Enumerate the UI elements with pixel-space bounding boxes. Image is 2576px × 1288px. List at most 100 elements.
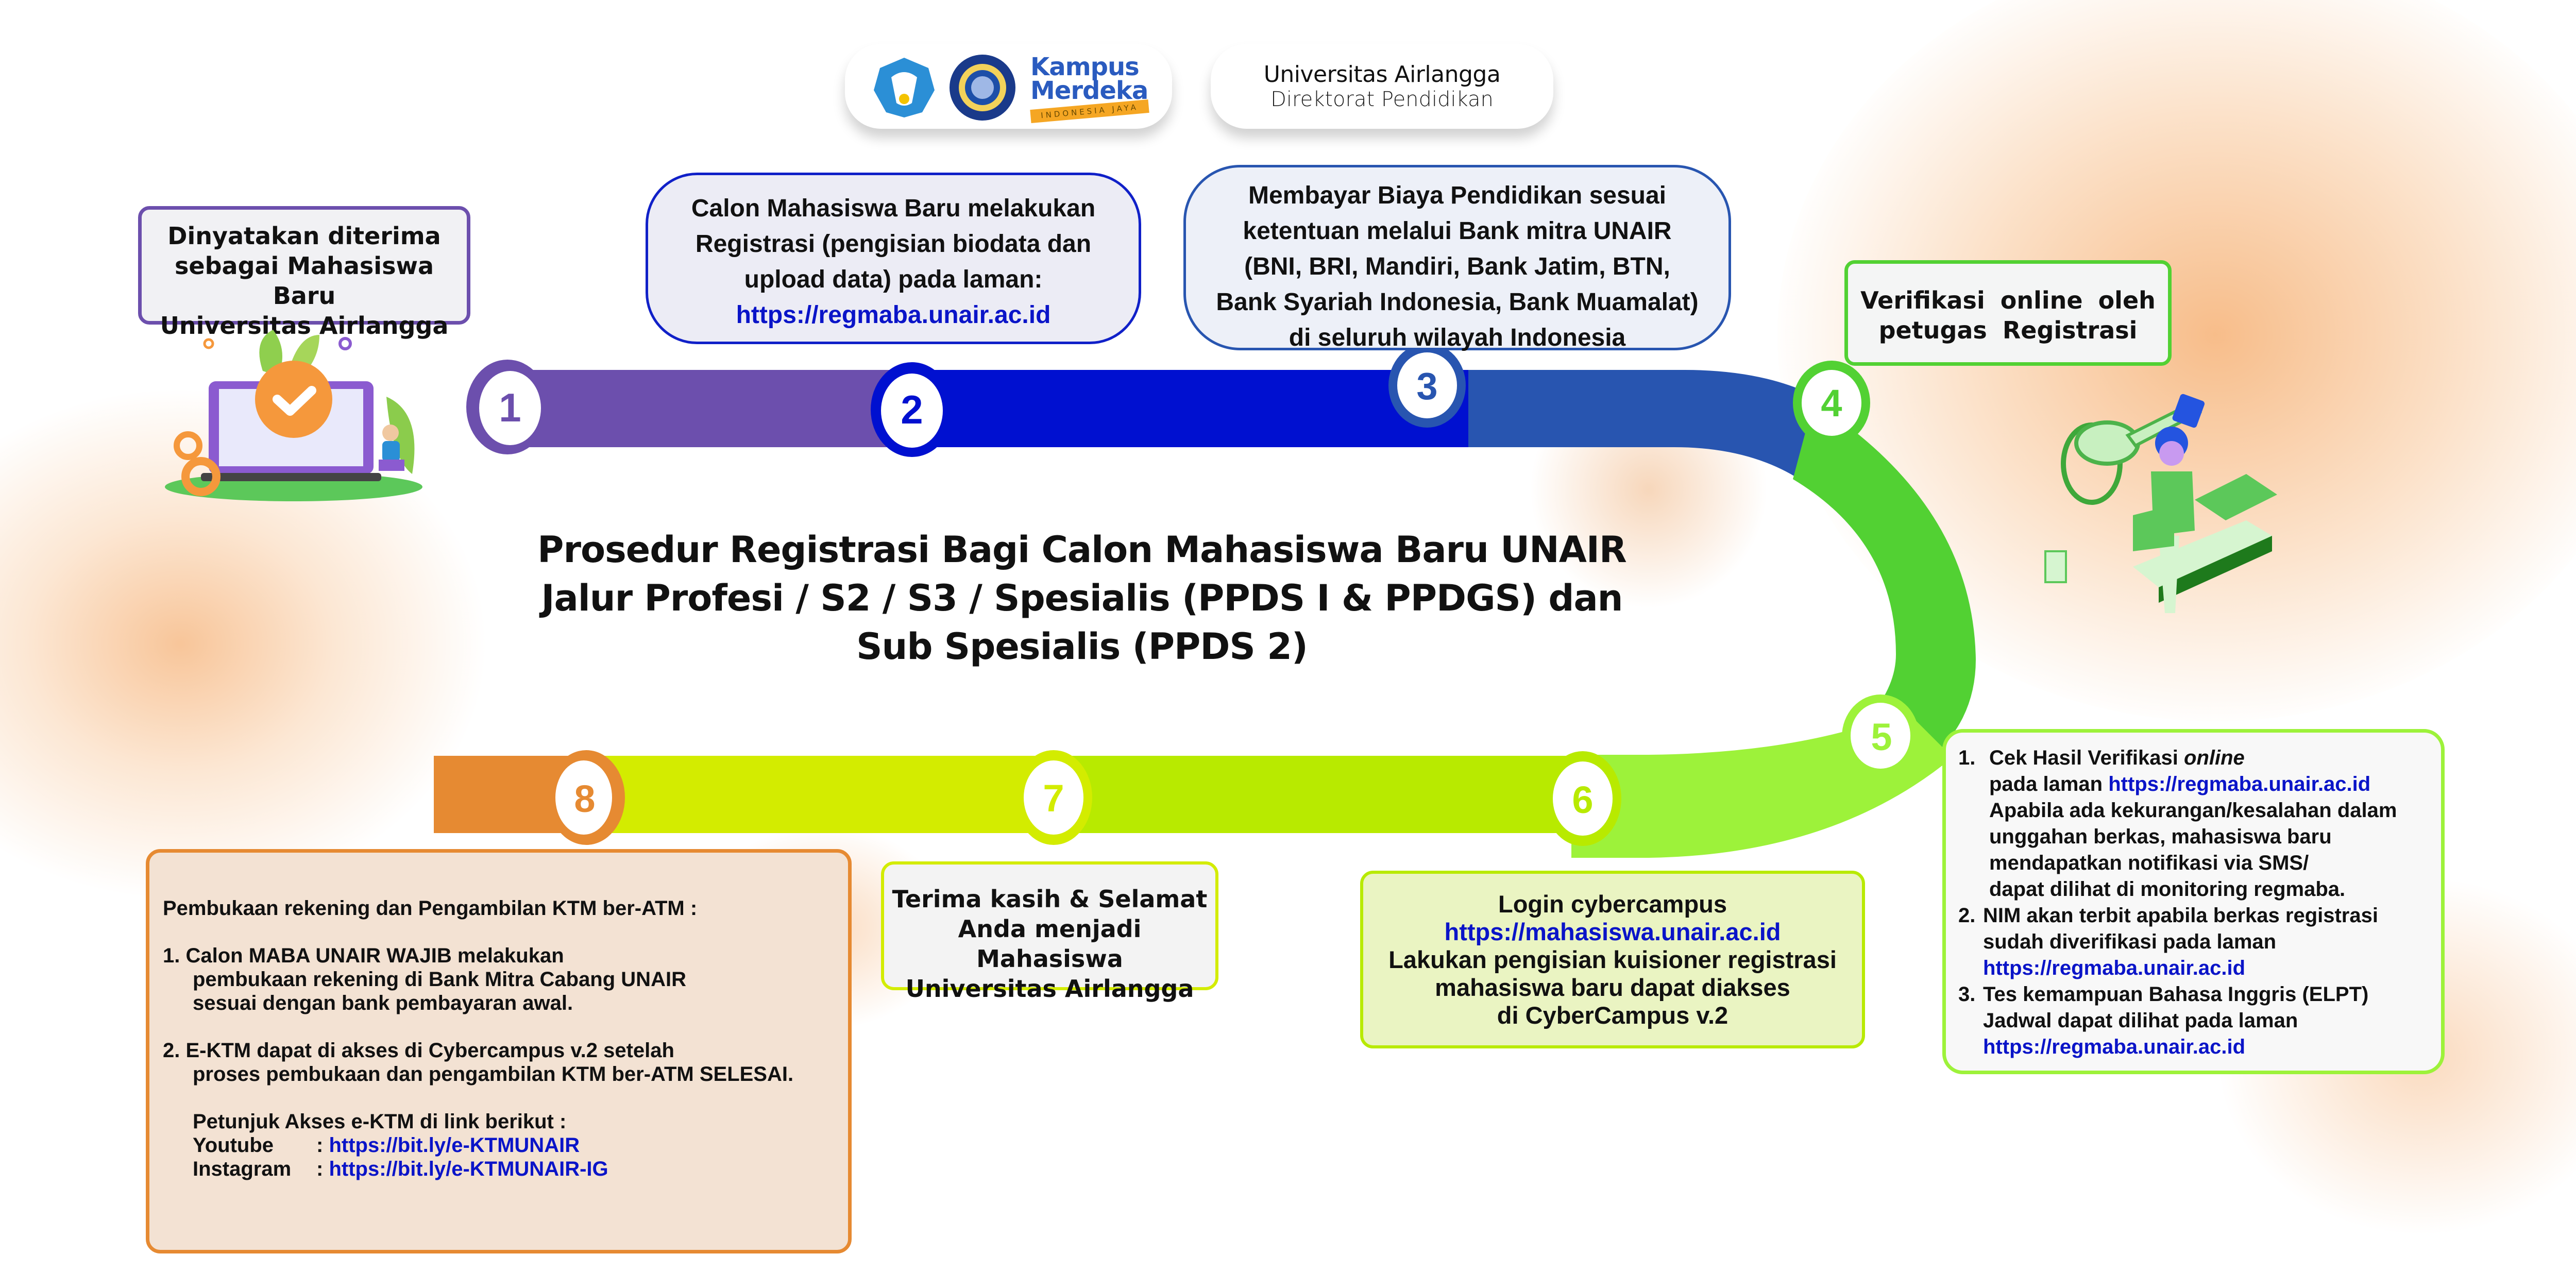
step-marker-7: 7 xyxy=(1015,750,1092,845)
step-8-item-2: 2. E-KTM dapat di akses di Cybercampus v… xyxy=(163,1039,848,1062)
step-8-item-2-line: proses pembukaan dan pengambilan KTM ber… xyxy=(193,1063,794,1086)
kampus-merdeka-line2: Merdeka xyxy=(1030,76,1148,105)
step-7-line: Anda menjadi Mahasiswa xyxy=(958,915,1142,973)
item-text: pada laman xyxy=(1989,773,2109,795)
step-marker-6: 6 xyxy=(1544,751,1621,846)
youtube-link[interactable]: https://bit.ly/e-KTMUNAIR xyxy=(329,1134,580,1157)
youtube-label: Youtube xyxy=(193,1134,274,1157)
step-4-line: petugas Registrasi xyxy=(1878,316,2138,344)
regmaba-link[interactable]: https://regmaba.unair.ac.id xyxy=(736,301,1051,329)
step-2-line: Registrasi (pengisian biodata dan xyxy=(695,230,1092,258)
unair-seal-logo-icon xyxy=(950,55,1015,121)
youtube-row: Youtube: https://bit.ly/e-KTMUNAIR xyxy=(163,1133,848,1157)
separator: : xyxy=(316,1134,324,1157)
step-5-item-1-line: unggahan berkas, mahasiswa baru xyxy=(1989,825,2332,848)
regmaba-link[interactable]: https://regmaba.unair.ac.id xyxy=(1983,957,2246,979)
university-pill: Universitas Airlangga Direktorat Pendidi… xyxy=(1211,44,1553,129)
instagram-label: Instagram xyxy=(193,1158,292,1180)
item-text-italic: online xyxy=(2184,747,2245,769)
step-5-item-1-line: Apabila ada kekurangan/kesalahan dalam xyxy=(1989,799,2397,822)
step-3-box: Membayar Biaya Pendidikan sesuai ketentu… xyxy=(1183,165,1731,351)
step-number-6: 6 xyxy=(1572,778,1593,821)
step-3-line: di seluruh wilayah Indonesia xyxy=(1289,324,1626,351)
step-3-line: Membayar Biaya Pendidikan sesuai xyxy=(1248,182,1667,209)
step-8-guide: Petunjuk Akses e-KTM di link berikut : xyxy=(193,1110,567,1133)
step-1-line: sebagai Mahasiswa Baru xyxy=(175,252,434,310)
step-marker-5: 5 xyxy=(1842,694,1919,779)
step-8-item-1: 1. Calon MABA UNAIR WAJIB melakukan xyxy=(163,944,848,968)
partner-logos-pill: Kampus Merdeka INDONESIA JAYA xyxy=(845,44,1172,129)
step-5-item-1-line: mendapatkan notifikasi via SMS/ xyxy=(1989,852,2309,874)
regmaba-link[interactable]: https://regmaba.unair.ac.id xyxy=(1983,1036,2246,1058)
step-number-8: 8 xyxy=(574,777,595,820)
title-line-2: Jalur Profesi / S2 / S3 / Spesialis (PPD… xyxy=(541,577,1623,619)
item-number: 1. xyxy=(163,944,180,967)
step-8-item-1-line: pembukaan rekening di Bank Mitra Cabang … xyxy=(193,968,686,991)
department-name: Direktorat Pendidikan xyxy=(1270,88,1494,111)
step-8-item-1-line: sesuai dengan bank pembayaran awal. xyxy=(193,992,573,1014)
key-security-illustration-icon xyxy=(2044,394,2277,613)
step-7-box: Terima kasih & Selamat Anda menjadi Maha… xyxy=(881,861,1218,1003)
step-2-line: upload data) pada laman: xyxy=(744,266,1043,293)
step-5-item-3: 3. Tes kemampuan Bahasa Inggris (ELPT) xyxy=(1958,981,2441,1008)
step-5-item-3-line: Jadwal dapat dilihat pada laman xyxy=(1983,1009,2298,1032)
step-1-line: Dinyatakan diterima xyxy=(167,222,441,250)
item-number: 2. xyxy=(163,1039,180,1062)
step-marker-4: 4 xyxy=(1793,361,1870,445)
step-marker-3: 3 xyxy=(1388,343,1466,428)
kampus-merdeka-logo: Kampus Merdeka xyxy=(1030,55,1148,103)
instagram-row: Instagram: https://bit.ly/e-KTMUNAIR-IG xyxy=(163,1157,848,1181)
step-6-line: Lakukan pengisian kuisioner registrasi xyxy=(1388,946,1837,973)
step-6-heading: Login cybercampus xyxy=(1498,890,1727,918)
step-4-line: Verifikasi online oleh xyxy=(1860,286,2156,314)
step-6-line: mahasiswa baru dapat diakses xyxy=(1435,974,1790,1001)
step-6-box: Login cybercampus https://mahasiswa.unai… xyxy=(1360,871,1865,1048)
cybercampus-link[interactable]: https://mahasiswa.unair.ac.id xyxy=(1444,918,1781,945)
step-3-line: Bank Syariah Indonesia, Bank Muamalat) xyxy=(1216,289,1699,316)
step-8-heading: Pembukaan rekening dan Pengambilan KTM b… xyxy=(163,897,698,920)
road-segment-3 xyxy=(1468,370,1834,482)
step-6-line: di CyberCampus v.2 xyxy=(1497,1002,1728,1029)
step-marker-2: 2 xyxy=(871,362,953,457)
item-text: Cek Hasil Verifikasi xyxy=(1989,747,2184,769)
road-segment-1 xyxy=(507,370,914,447)
step-1-line: Universitas Airlangga xyxy=(160,312,449,340)
step-5-box: 1. Cek Hasil Verifikasi online pada laman… xyxy=(1942,729,2445,1074)
step-4-box: Verifikasi online oleh petugas Registras… xyxy=(1844,260,2172,366)
title-line-3: Sub Spesialis (PPDS 2) xyxy=(856,625,1308,668)
title-line-1: Prosedur Registrasi Bagi Calon Mahasiswa… xyxy=(537,529,1627,571)
instagram-link[interactable]: https://bit.ly/e-KTMUNAIR-IG xyxy=(329,1158,608,1180)
step-number-4: 4 xyxy=(1821,382,1842,425)
step-2-line: Calon Mahasiswa Baru melakukan xyxy=(691,195,1096,222)
step-number-2: 2 xyxy=(901,387,923,432)
item-text: Tes kemampuan Bahasa Inggris (ELPT) xyxy=(1983,983,2369,1006)
road-segment-2 xyxy=(909,370,1476,447)
step-5-item-1: 1. Cek Hasil Verifikasi online xyxy=(1958,745,2441,771)
road-segment-7 xyxy=(585,756,1064,833)
step-number-7: 7 xyxy=(1043,777,1064,820)
step-3-line: (BNI, BRI, Mandiri, Bank Jatim, BTN, xyxy=(1244,253,1670,280)
tut-wuri-handayani-logo-icon xyxy=(874,58,935,117)
step-number-5: 5 xyxy=(1871,716,1892,758)
step-marker-8: 8 xyxy=(548,750,625,845)
item-text: Calon MABA UNAIR WAJIB melakukan xyxy=(185,944,564,967)
item-number: 2. xyxy=(1958,904,1976,927)
step-5-item-1-line: dapat dilihat di monitoring regmaba. xyxy=(1989,878,2346,901)
step-number-1: 1 xyxy=(499,385,521,430)
road-segment-4 xyxy=(1793,402,1976,747)
kampus-merdeka-line1: Kampus xyxy=(1030,53,1140,81)
item-number: 3. xyxy=(1958,983,1976,1006)
step-3-line: ketentuan melalui Bank mitra UNAIR xyxy=(1243,217,1672,245)
step-5-item-2: 2.NIM akan terbit apabila berkas registr… xyxy=(1958,903,2441,929)
page-title: Prosedur Registrasi Bagi Calon Mahasiswa… xyxy=(515,526,1649,671)
step-5-item-1-line: pada laman https://regmaba.unair.ac.id xyxy=(1958,771,2441,798)
step-8-box: Pembukaan rekening dan Pengambilan KTM b… xyxy=(146,849,852,1253)
item-number: 1. xyxy=(1958,747,1976,769)
step-7-line: Universitas Airlangga xyxy=(905,975,1194,1003)
item-text: E-KTM dapat di akses di Cybercampus v.2 … xyxy=(185,1039,674,1062)
step-marker-1: 1 xyxy=(466,360,549,454)
regmaba-link[interactable]: https://regmaba.unair.ac.id xyxy=(2108,773,2371,795)
step-1-box: Dinyatakan diterima sebagai Mahasiswa Ba… xyxy=(138,206,470,340)
step-2-box: Calon Mahasiswa Baru melakukan Registras… xyxy=(646,173,1141,344)
